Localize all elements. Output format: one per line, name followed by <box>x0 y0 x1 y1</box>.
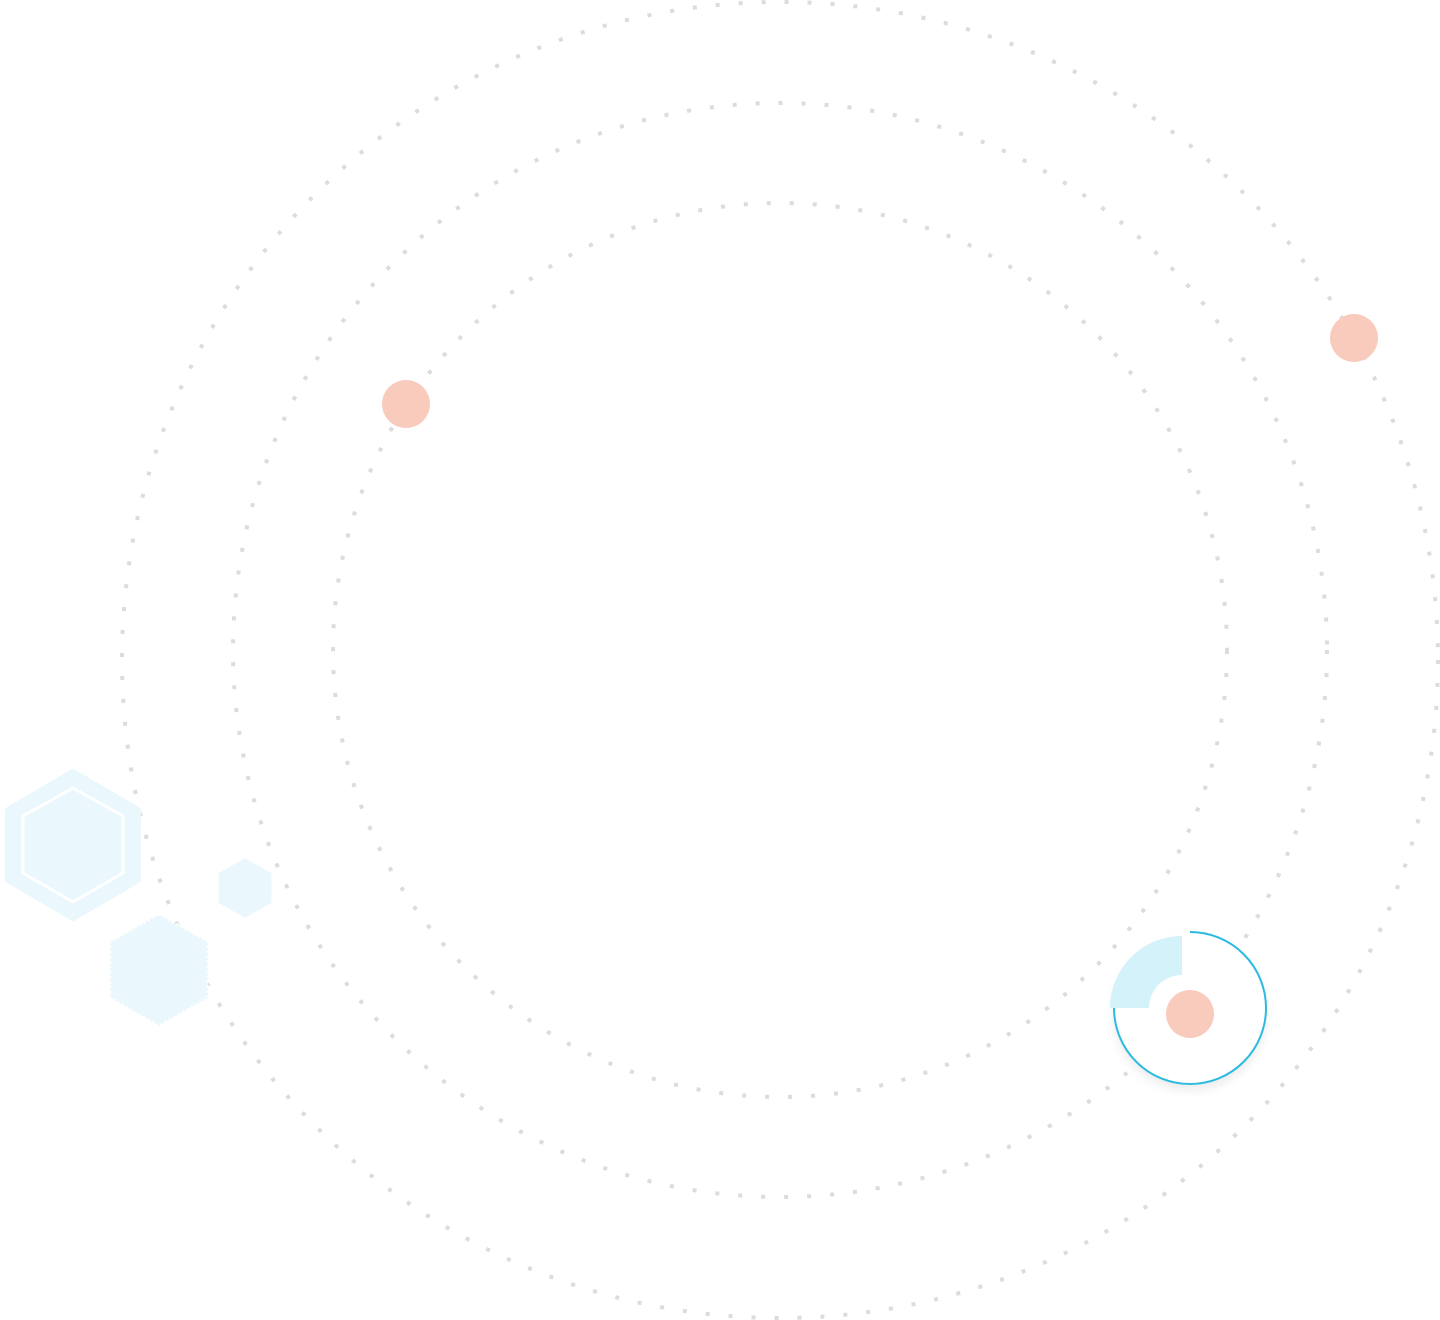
hexagon-small <box>218 858 272 918</box>
hexagon-medium-dotted <box>108 912 210 1028</box>
hexagon-large <box>5 769 141 921</box>
orbit-middle <box>231 101 1329 1199</box>
accent-dot-inner-orbit <box>382 380 430 428</box>
accent-dot-outer-orbit <box>1330 314 1378 362</box>
orbit-outer <box>120 0 1440 1320</box>
orbit-inner <box>331 201 1229 1099</box>
accent-dot-ring-center <box>1166 990 1214 1038</box>
